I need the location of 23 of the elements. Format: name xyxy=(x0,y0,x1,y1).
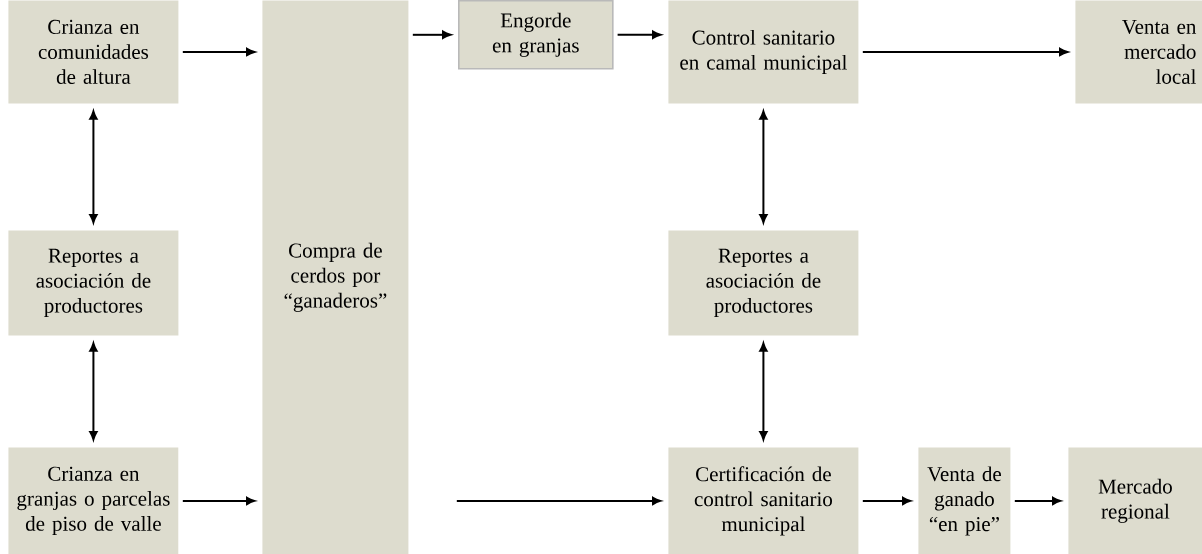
process-box: Compra de cerdos por “ganaderos” xyxy=(262,0,409,554)
process-box: Mercado regional xyxy=(1068,447,1202,554)
arrow xyxy=(616,30,662,39)
process-box: Reportes a asociación de productores xyxy=(668,230,859,336)
process-box: Venta en mercado local xyxy=(1075,0,1202,104)
arrow xyxy=(759,342,768,441)
arrow xyxy=(181,496,256,506)
process-box: Engorde en granjas xyxy=(458,0,614,70)
arrow xyxy=(411,30,452,39)
arrow xyxy=(455,496,662,506)
arrow xyxy=(861,47,1069,57)
process-box: Certificación de control sanitario municipal xyxy=(668,447,859,554)
arrow xyxy=(1013,496,1062,506)
process-box: Crianza en comunidades de altura xyxy=(8,0,179,104)
arrow xyxy=(861,496,912,506)
process-box: Crianza en granjas o parcelas de piso de valle xyxy=(8,447,179,554)
process-box: Reportes a asociación de productores xyxy=(8,230,179,336)
process-box: Control sanitario en camal municipal xyxy=(668,0,859,104)
arrow xyxy=(89,110,98,224)
arrow xyxy=(181,47,256,57)
arrow xyxy=(89,342,98,441)
arrow xyxy=(759,110,768,224)
process-box: Venta de ganado “en pie” xyxy=(918,447,1011,554)
